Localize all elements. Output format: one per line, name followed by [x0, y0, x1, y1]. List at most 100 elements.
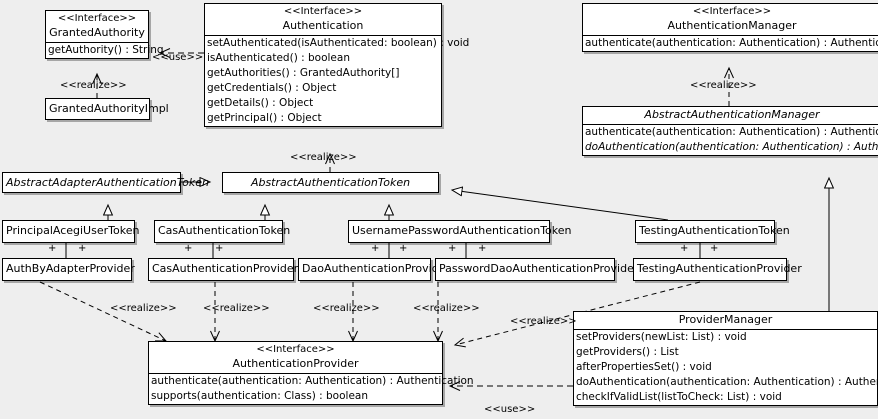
class-header: <<Interface>> GrantedAuthority [46, 11, 148, 42]
class-name: PrincipalAcegiUserToken [6, 224, 140, 237]
edge-label-realize-authentication: <<realize>> [290, 152, 357, 163]
operation: afterPropertiesSet() : void [576, 361, 712, 373]
operation: getAuthority() : String [48, 44, 164, 56]
class-granted-authority-impl[interactable]: GrantedAuthorityImpl [45, 98, 169, 120]
class-name: ProviderManager [678, 313, 773, 326]
class-name: UsernamePasswordAuthenticationToken [352, 224, 572, 237]
edge-label-realize-testing-provider: <<realize>> [510, 316, 577, 327]
class-header: AbstractAuthenticationManager [583, 107, 878, 124]
class-name: AbstractAuthenticationManager [644, 108, 820, 121]
operation: isAuthenticated() : boolean [207, 52, 350, 64]
class-name: PasswordDaoAuthenticationProvider [439, 262, 639, 275]
edge-label-realize-auth-by-adapter: <<realize>> [110, 303, 177, 314]
operation: doAuthentication(authentication: Authent… [585, 141, 878, 153]
operation: authenticate(authentication: Authenticat… [585, 37, 878, 49]
association-marker-plus: + [184, 243, 193, 254]
class-name: AuthByAdapterProvider [6, 262, 135, 275]
class-header: ProviderManager [574, 312, 877, 329]
association-marker-plus: + [48, 243, 57, 254]
class-cas-authentication-token[interactable]: CasAuthenticationToken [154, 220, 291, 243]
operations-compartment: setProviders(newList: List) : void getPr… [574, 329, 878, 405]
operations-compartment: getAuthority() : String [46, 42, 164, 58]
operation: getProviders() : List [576, 346, 679, 358]
class-header: CasAuthenticationProvider [149, 259, 299, 279]
operation: doAuthentication(authentication: Authent… [576, 376, 878, 388]
class-provider-manager[interactable]: ProviderManager setProviders(newList: Li… [573, 311, 878, 406]
edge-label-use-granted-authority: <<use>> [152, 52, 204, 63]
edge-label-use-provider-manager: <<use>> [484, 404, 536, 415]
class-name: AuthenticationManager [667, 19, 797, 32]
stereotype-label: <<Interface>> [57, 13, 137, 24]
class-header: PrincipalAcegiUserToken [3, 221, 140, 241]
class-password-dao-authentication-provider[interactable]: PasswordDaoAuthenticationProvider [435, 258, 639, 281]
class-header: <<Interface>> Authentication [205, 4, 441, 35]
operations-compartment: authenticate(authentication: Authenticat… [583, 124, 878, 155]
class-name: TestingAuthenticationProvider [637, 262, 802, 275]
association-marker-plus: + [215, 243, 224, 254]
class-authentication-provider[interactable]: <<Interface>> AuthenticationProvider aut… [148, 341, 474, 405]
class-header: GrantedAuthorityImpl [46, 99, 169, 119]
operation: getAuthorities() : GrantedAuthority[] [207, 67, 400, 79]
class-header: UsernamePasswordAuthenticationToken [349, 221, 572, 241]
class-name: AuthenticationProvider [232, 357, 359, 370]
class-name: TestingAuthenticationToken [639, 224, 790, 237]
class-header: AuthByAdapterProvider [3, 259, 135, 279]
association-marker-plus: + [371, 243, 380, 254]
class-abstract-authentication-token[interactable]: AbstractAuthenticationToken [222, 172, 439, 193]
class-name: AbstractAdapterAuthenticationToken [6, 176, 209, 189]
operations-compartment: authenticate(authentication: Authenticat… [583, 35, 878, 51]
operation: setAuthenticated(isAuthenticated: boolea… [207, 37, 470, 49]
class-name: CasAuthenticationToken [158, 224, 291, 237]
class-name: CasAuthenticationProvider [152, 262, 299, 275]
association-marker-plus: + [78, 243, 87, 254]
class-authentication[interactable]: <<Interface>> Authentication setAuthenti… [204, 3, 470, 127]
class-granted-authority[interactable]: <<Interface>> GrantedAuthority getAuthor… [45, 10, 164, 59]
class-name: DaoAuthenticationProvider [302, 262, 450, 275]
class-abstract-adapter-authentication-token[interactable]: AbstractAdapterAuthenticationToken [2, 172, 209, 193]
class-username-password-authentication-token[interactable]: UsernamePasswordAuthenticationToken [348, 220, 572, 243]
class-dao-authentication-provider[interactable]: DaoAuthenticationProvider [298, 258, 450, 281]
operations-compartment: authenticate(authentication: Authenticat… [149, 373, 474, 404]
class-auth-by-adapter-provider[interactable]: AuthByAdapterProvider [2, 258, 135, 281]
class-principal-acegi-user-token[interactable]: PrincipalAcegiUserToken [2, 220, 140, 243]
edge-label-realize-granted-authority: <<realize>> [60, 80, 127, 91]
class-header: DaoAuthenticationProvider [299, 259, 450, 279]
class-testing-authentication-token[interactable]: TestingAuthenticationToken [635, 220, 790, 243]
edge-label-realize-cas-provider: <<realize>> [203, 303, 270, 314]
class-authentication-manager[interactable]: <<Interface>> AuthenticationManager auth… [582, 3, 878, 52]
operations-compartment: setAuthenticated(isAuthenticated: boolea… [205, 35, 470, 126]
stereotype-label: <<Interface>> [256, 344, 335, 355]
class-name: Authentication [282, 19, 364, 32]
edge-label-realize-dao-provider: <<realize>> [313, 303, 380, 314]
operation: checkIfValidList(listToCheck: List) : vo… [576, 391, 782, 403]
class-header: TestingAuthenticationToken [636, 221, 790, 241]
edge-label-realize-password-dao-provider: <<realize>> [413, 303, 480, 314]
class-header: <<Interface>> AuthenticationProvider [149, 342, 442, 373]
association-marker-plus: + [680, 243, 689, 254]
class-header: AbstractAdapterAuthenticationToken [3, 173, 209, 193]
class-name: GrantedAuthority [49, 26, 145, 39]
class-abstract-authentication-manager[interactable]: AbstractAuthenticationManager authentica… [582, 106, 878, 156]
operation: getDetails() : Object [207, 97, 314, 109]
operation: supports(authentication: Class) : boolea… [151, 390, 368, 402]
stereotype-label: <<Interface>> [692, 6, 772, 17]
class-header: AbstractAuthenticationToken [223, 173, 438, 193]
association-marker-plus: + [399, 243, 408, 254]
operation: getCredentials() : Object [207, 82, 337, 94]
operation: getPrincipal() : Object [207, 112, 322, 124]
class-cas-authentication-provider[interactable]: CasAuthenticationProvider [148, 258, 299, 281]
edge-label-realize-authentication-manager: <<realize>> [690, 80, 757, 91]
class-testing-authentication-provider[interactable]: TestingAuthenticationProvider [633, 258, 802, 281]
association-marker-plus: + [448, 243, 457, 254]
class-name: GrantedAuthorityImpl [49, 102, 169, 115]
association-marker-plus: + [478, 243, 487, 254]
stereotype-label: <<Interface>> [283, 6, 363, 17]
class-header: <<Interface>> AuthenticationManager [583, 4, 878, 35]
class-header: CasAuthenticationToken [155, 221, 291, 241]
class-name: AbstractAuthenticationToken [250, 176, 411, 189]
association-marker-plus: + [710, 243, 719, 254]
class-header: PasswordDaoAuthenticationProvider [436, 259, 639, 279]
operation: setProviders(newList: List) : void [576, 331, 747, 343]
operation: authenticate(authentication: Authenticat… [585, 126, 878, 138]
